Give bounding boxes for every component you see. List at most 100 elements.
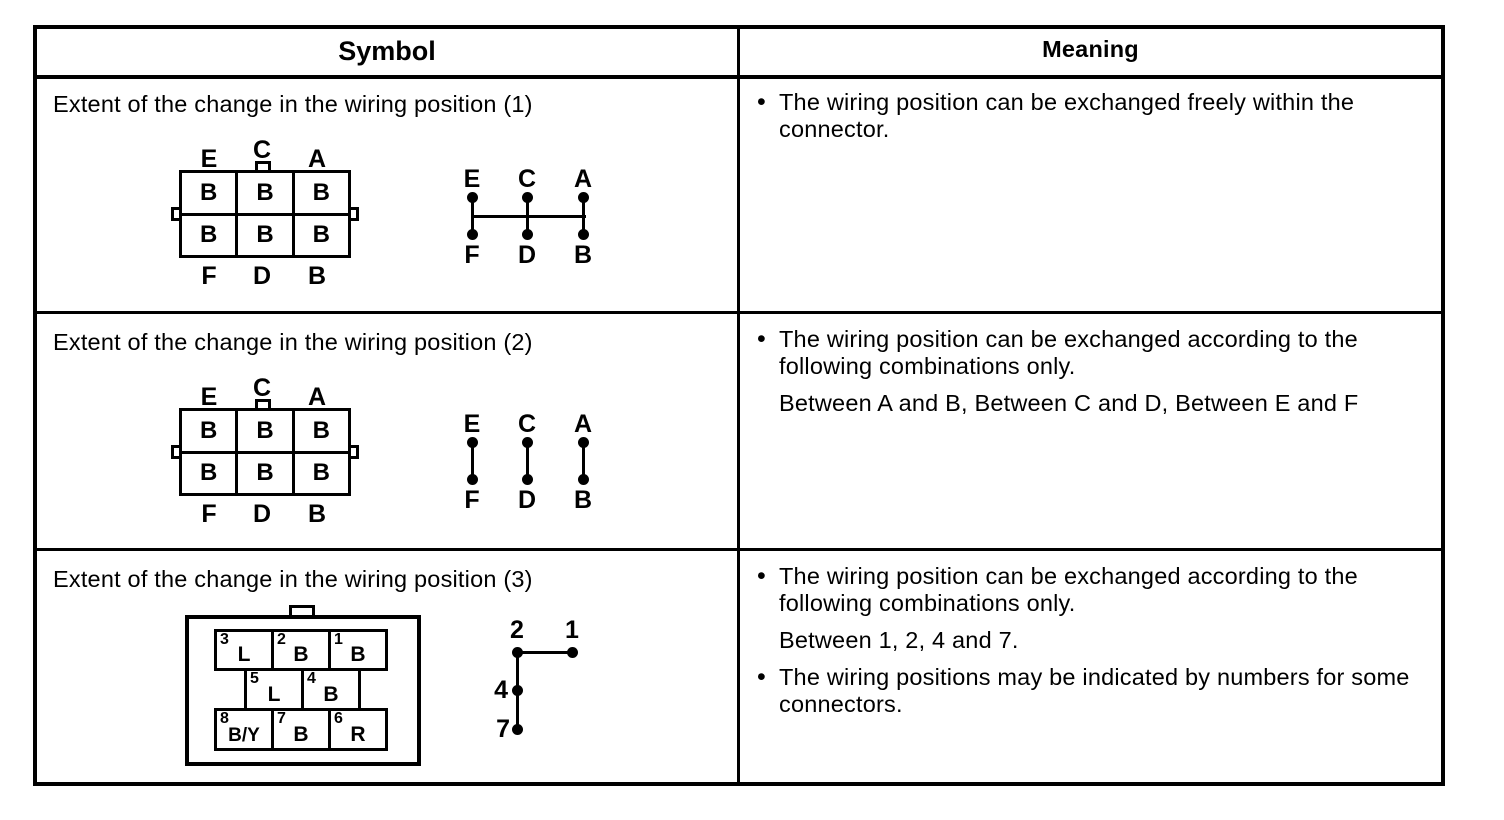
pin-label-c: C <box>517 410 537 438</box>
connector-diagram-3: 3 L 2 B 1 B 5 L 4 B 8 B/Y <box>183 604 428 774</box>
wire-color: B/Y <box>228 725 260 746</box>
bullet-text: The wiring position can be exchanged acc… <box>779 563 1358 616</box>
pin-dot <box>578 229 589 240</box>
pin-label-f: F <box>464 486 480 514</box>
bullet-item: • The wiring positions may be indicated … <box>757 664 1437 718</box>
connector-diagram-1: E C A B B B B B B F D B <box>171 136 371 301</box>
pin-label-1: 1 <box>565 616 579 644</box>
row2-divider <box>37 548 1441 551</box>
pin-label-c: C <box>517 165 537 193</box>
connector-side-nub-left <box>171 445 182 459</box>
pin-label-e: E <box>200 383 218 411</box>
header-meaning: Meaning <box>1042 36 1139 62</box>
pin-label-f: F <box>464 241 480 269</box>
cavity-number: 4 <box>307 670 316 687</box>
pin-label-a: A <box>573 410 593 438</box>
wire-color: B <box>323 683 339 706</box>
connector-diagram-2: E C A B B B B B B F D B <box>171 374 371 539</box>
cavity-number: 1 <box>334 631 343 648</box>
wire-cell-6: 6 R <box>328 708 388 751</box>
column-divider <box>737 29 740 782</box>
pin-label-d: D <box>517 241 537 269</box>
pin-label-a: A <box>307 383 327 411</box>
cavity-number: 2 <box>277 631 286 648</box>
pin-label-a: A <box>307 145 327 173</box>
pair-link-line <box>471 442 474 482</box>
bullet-icon: • <box>757 562 766 590</box>
bullet-text: The wiring position can be exchanged fre… <box>779 89 1355 142</box>
wire-cell: B <box>238 173 292 213</box>
pin-dot <box>578 474 589 485</box>
pin-label-d: D <box>517 486 537 514</box>
bullet-text: The wiring positions may be indicated by… <box>779 664 1410 717</box>
wire-cell: B <box>294 173 348 213</box>
wire-cell-5: 5 L <box>244 668 304 711</box>
wire-cell-3: 3 L <box>214 629 274 671</box>
exchange-symbol-2: E C A F D B <box>452 410 612 520</box>
wire-color: L <box>267 683 281 706</box>
wire-cell: B <box>238 215 292 255</box>
wire-cell: B <box>238 453 292 493</box>
wire-cell: B <box>294 411 348 451</box>
bus-line <box>472 215 586 218</box>
bullet-icon: • <box>757 325 766 353</box>
wire-color: B <box>350 643 366 666</box>
bullet-icon: • <box>757 88 766 116</box>
pin-dot <box>512 685 523 696</box>
pin-label-e: E <box>200 145 218 173</box>
pin-label-b: B <box>307 500 327 528</box>
pin-dot <box>467 474 478 485</box>
pin-dot <box>522 229 533 240</box>
pin-label-a: A <box>573 165 593 193</box>
meaning-row3: • The wiring position can be exchanged a… <box>757 563 1437 718</box>
wire-color: L <box>237 643 251 666</box>
symbol-meaning-table: Symbol Meaning Extent of the change in t… <box>33 25 1445 786</box>
pin-label-e: E <box>463 410 481 438</box>
wire-cell: B <box>182 215 236 255</box>
wire-cell-1: 1 B <box>328 629 388 671</box>
combination-note: Between A and B, Between C and D, Betwee… <box>779 390 1359 416</box>
pair-link-line <box>582 442 585 482</box>
pin-dot <box>522 474 533 485</box>
pair-link-line <box>526 442 529 482</box>
header-divider <box>37 75 1441 79</box>
wire-color: B <box>293 723 309 746</box>
pin-dot <box>512 647 523 658</box>
pin-label-4: 4 <box>494 676 508 704</box>
row3-title: Extent of the change in the wiring posit… <box>53 566 533 592</box>
connector-body: B B B B B B <box>179 408 351 496</box>
row1-divider <box>37 311 1441 314</box>
pin-dot <box>512 724 523 735</box>
row1-title: Extent of the change in the wiring posit… <box>53 91 533 117</box>
bullet-text: The wiring position can be exchanged acc… <box>779 326 1358 379</box>
pin-label-2: 2 <box>510 616 524 644</box>
pin-label-d: D <box>252 262 272 290</box>
connector-side-nub-right <box>348 207 359 221</box>
wire-cell: B <box>294 453 348 493</box>
cavity-number: 7 <box>277 710 286 727</box>
wire-cell-7: 7 B <box>271 708 331 751</box>
pin-label-e: E <box>463 165 481 193</box>
wire-cell-8: 8 B/Y <box>214 708 274 751</box>
bullet-item: • The wiring position can be exchanged f… <box>757 89 1437 143</box>
cavity-number: 5 <box>250 670 259 687</box>
meaning-row2: • The wiring position can be exchanged a… <box>757 326 1437 417</box>
wire-cell-4: 4 B <box>301 668 361 711</box>
bullet-icon: • <box>757 663 766 691</box>
pin-label-f: F <box>201 500 217 528</box>
wire-cell: B <box>182 453 236 493</box>
pin-label-f: F <box>201 262 217 290</box>
bullet-item: • The wiring position can be exchanged a… <box>757 326 1437 380</box>
pin-label-c: C <box>252 374 272 402</box>
wire-color: B <box>293 643 309 666</box>
row2-title: Extent of the change in the wiring posit… <box>53 329 533 355</box>
pin-label-b: B <box>573 486 593 514</box>
wire-color: R <box>350 723 366 746</box>
pin-label-7: 7 <box>496 715 510 743</box>
pin-label-b: B <box>573 241 593 269</box>
cavity-number: 8 <box>220 710 229 727</box>
exchange-symbol-1: E C A F D B <box>452 165 612 275</box>
pin-label-b: B <box>307 262 327 290</box>
cavity-number: 3 <box>220 631 229 648</box>
